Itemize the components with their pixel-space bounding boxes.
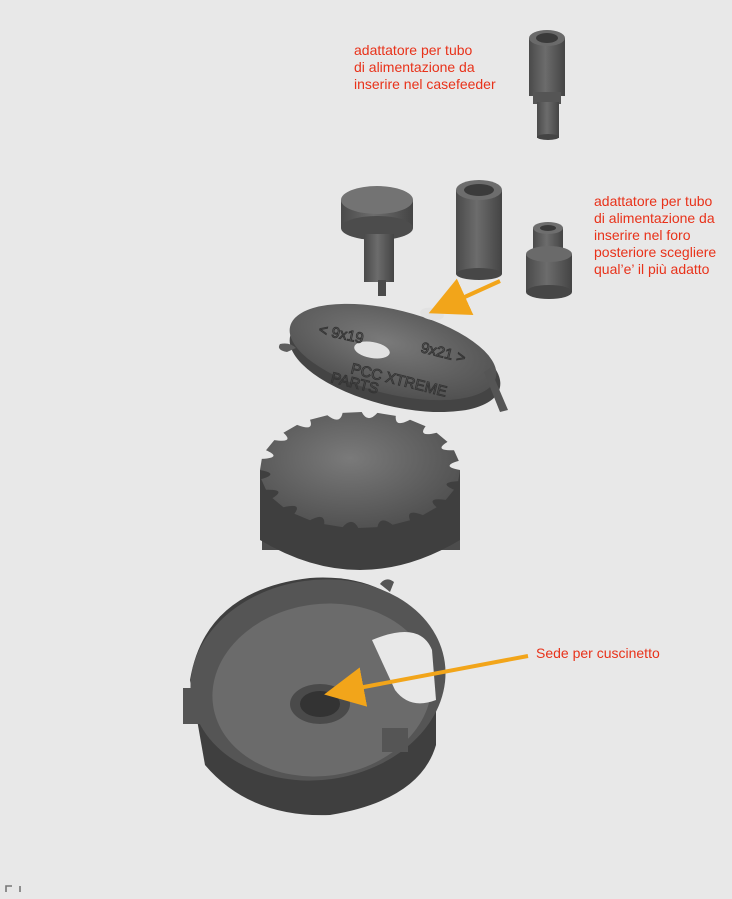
annotation-bearing-seat: Sede per cuscinetto xyxy=(536,645,660,661)
arrow-to-plate-hole xyxy=(428,278,501,316)
expand-corners-icon[interactable] xyxy=(0,880,26,894)
hollow-tube-part xyxy=(456,180,502,280)
casefeeder-tube-adapter xyxy=(529,30,565,140)
annotation-casefeeder-adapter: adattatore per tubo di alimentazione da … xyxy=(354,42,496,92)
expand-icon-glyph xyxy=(5,885,21,892)
base-housing xyxy=(183,577,446,816)
top-plate: < 9x19 9x21 > PCC XTREME PARTS xyxy=(278,303,508,413)
rear-tube-adapter xyxy=(526,222,572,299)
knob-part xyxy=(341,186,413,296)
gear-wheel xyxy=(260,412,460,570)
annotation-rear-adapter: adattatore per tubo di alimentazione da … xyxy=(594,193,717,277)
arrow-to-bearing-seat xyxy=(324,654,529,707)
